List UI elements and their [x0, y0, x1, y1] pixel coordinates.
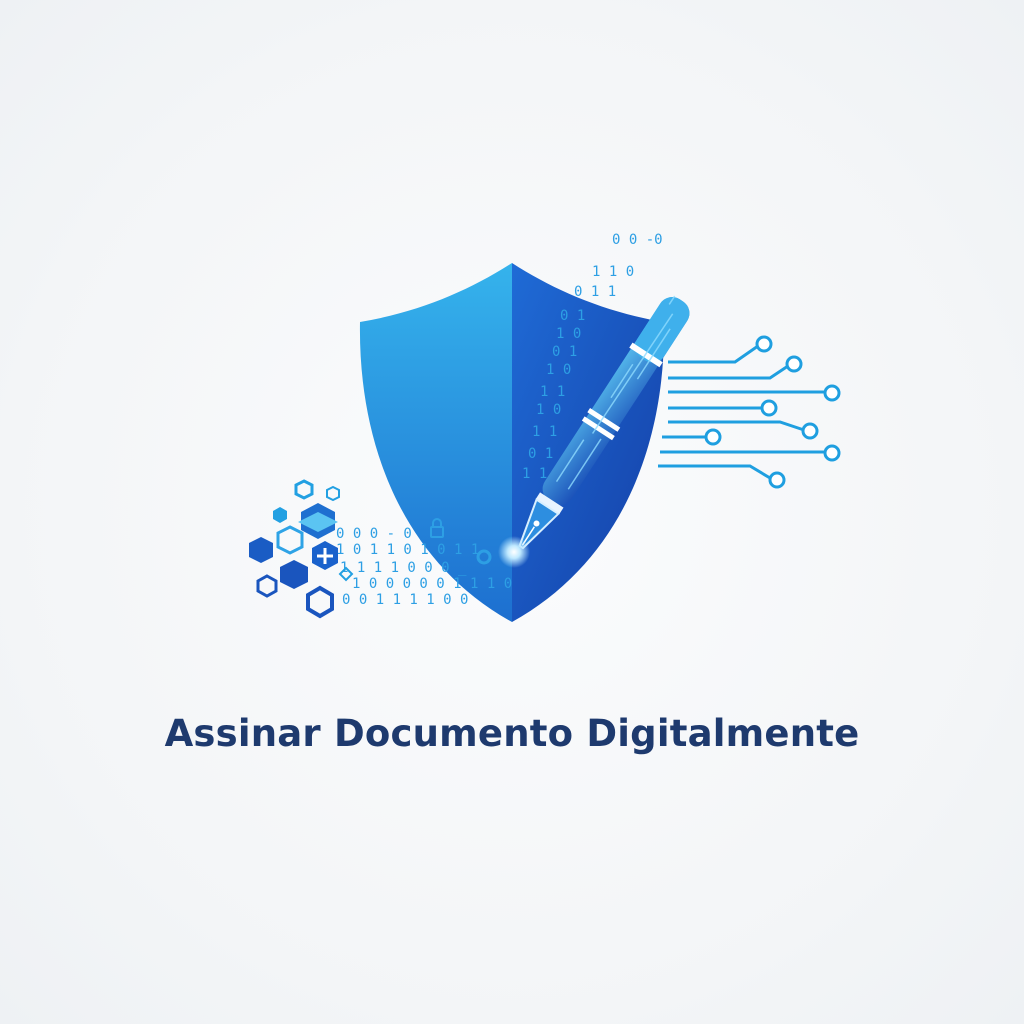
circuit-traces-icon — [658, 335, 841, 489]
digital-signature-emblem: 0 0 -0 1 1 0 0 1 1 0 1 1 0 0 1 1 0 1 1 1… — [249, 232, 841, 622]
svg-text:0 1: 0 1 — [528, 446, 553, 462]
svg-text:0 0 -0: 0 0 -0 — [612, 232, 663, 248]
svg-text:1 1 1 1 0 0 0 _: 1 1 1 1 0 0 0 _ — [340, 560, 467, 576]
svg-text:0 1: 0 1 — [552, 344, 577, 360]
gear-icon — [476, 549, 492, 565]
hexagon-cluster-icon — [249, 479, 354, 619]
svg-text:1 1: 1 1 — [532, 424, 557, 440]
svg-text:1 1: 1 1 — [522, 466, 547, 482]
svg-text:1 1: 1 1 — [540, 384, 565, 400]
svg-text:1 0: 1 0 — [556, 326, 581, 342]
svg-text:0 1: 0 1 — [560, 308, 585, 324]
svg-text:0 0 1 1 1 1 0 0: 0 0 1 1 1 1 0 0 — [342, 592, 468, 608]
svg-text:1 0 0 0 0 0 1 1 1 0: 1 0 0 0 0 0 1 1 1 0 — [352, 576, 512, 592]
pen-tip-glow — [498, 536, 530, 568]
svg-text:0 0 0 - 0: 0 0 0 - 0 — [336, 526, 412, 542]
fountain-pen-icon — [518, 295, 690, 550]
svg-text:1 0 1 1 0 1 0 1 1: 1 0 1 1 0 1 0 1 1 — [336, 542, 479, 558]
svg-text:1 0: 1 0 — [536, 402, 561, 418]
svg-text:1 0: 1 0 — [546, 362, 571, 378]
binary-stream-icon: 0 0 -0 1 1 0 0 1 1 0 1 1 0 0 1 1 0 1 1 1… — [336, 232, 663, 608]
svg-text:0 1 1: 0 1 1 — [574, 284, 616, 300]
page-title: Assinar Documento Digitalmente — [164, 712, 860, 755]
lock-icon — [430, 518, 444, 538]
svg-text:1 1 0: 1 1 0 — [592, 264, 634, 280]
